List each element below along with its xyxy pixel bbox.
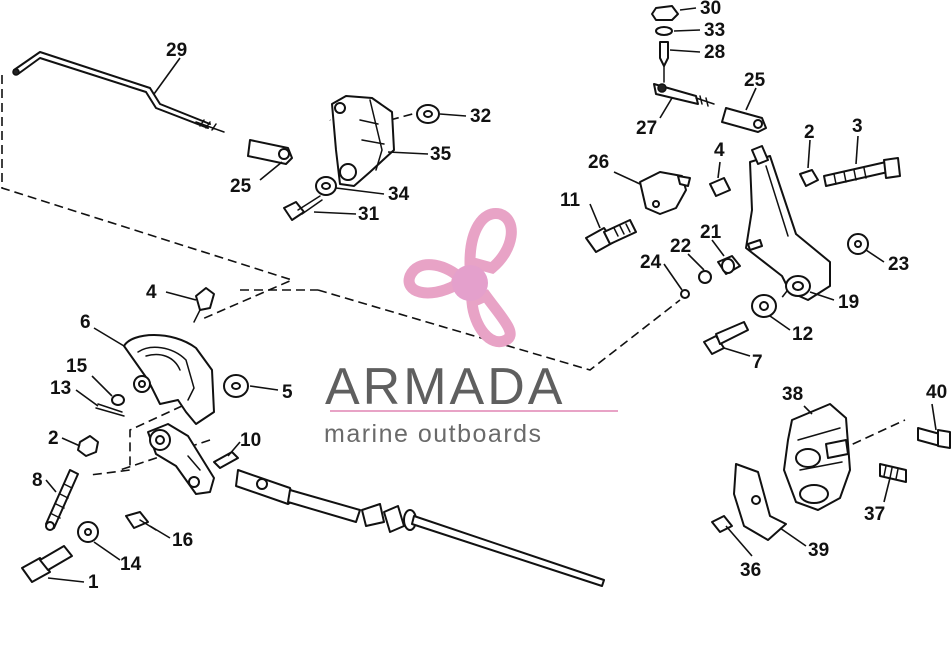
bolt-40 xyxy=(917,427,951,449)
bolt-11 xyxy=(585,219,637,253)
washer-23 xyxy=(847,233,869,255)
callout-22: 22 xyxy=(670,236,691,257)
washer-5 xyxy=(223,374,249,398)
propeller-blade-right xyxy=(466,289,516,348)
bolt-1 xyxy=(21,545,73,583)
callout-33: 33 xyxy=(704,20,725,41)
nut-30 xyxy=(651,5,679,21)
callout-14: 14 xyxy=(120,554,142,575)
plate-39 xyxy=(733,463,787,541)
callout-3: 3 xyxy=(852,116,863,137)
callout-38: 38 xyxy=(782,384,803,405)
callout-30: 30 xyxy=(700,0,721,19)
cap-26 xyxy=(639,171,691,215)
callout-23: 23 xyxy=(888,254,909,275)
callout-19: 19 xyxy=(838,292,859,313)
callout-27: 27 xyxy=(636,118,657,139)
cotter-pin-13 xyxy=(95,403,125,417)
callout-2-right: 2 xyxy=(804,122,815,143)
callout-21: 21 xyxy=(700,222,722,243)
callout-8: 8 xyxy=(32,470,43,491)
pin-21 xyxy=(747,239,763,251)
propeller-blade-top xyxy=(464,208,517,275)
callout-4-left: 4 xyxy=(146,282,157,303)
callout-25-right: 25 xyxy=(744,70,766,91)
switch-housing-38 xyxy=(783,403,851,511)
callout-16: 16 xyxy=(172,530,193,551)
screw-3 xyxy=(823,157,901,187)
washer-14 xyxy=(77,521,99,543)
callout-6: 6 xyxy=(80,312,91,333)
lever-plate xyxy=(147,423,215,495)
callout-32: 32 xyxy=(470,106,491,127)
callout-40: 40 xyxy=(926,382,947,403)
throttle-lever-19 xyxy=(745,145,831,301)
screw-28 xyxy=(659,41,669,83)
callout-26: 26 xyxy=(588,152,609,173)
callout-28: 28 xyxy=(704,42,725,63)
ball-socket-left xyxy=(247,139,293,165)
ball-socket-right xyxy=(721,107,767,133)
armada-logo: ARMADA marine outboards xyxy=(324,208,618,448)
callout-13: 13 xyxy=(50,378,71,399)
bolt-31 xyxy=(283,195,323,221)
washer-15 xyxy=(111,394,125,406)
callout-5: 5 xyxy=(282,382,293,403)
washer-34 xyxy=(315,176,337,196)
callout-11: 11 xyxy=(560,190,581,211)
callout-36: 36 xyxy=(740,560,761,581)
brand-tagline: marine outboards xyxy=(324,420,543,448)
link-rod xyxy=(12,51,225,133)
callout-1: 1 xyxy=(88,572,99,593)
throttle-bracket xyxy=(331,95,395,187)
leader-lines xyxy=(45,7,937,583)
washer-12 xyxy=(751,294,777,318)
propeller-hub xyxy=(452,265,488,301)
callout-31: 31 xyxy=(358,204,380,225)
washer-32 xyxy=(416,104,440,124)
nut-24 xyxy=(680,289,690,299)
callout-15: 15 xyxy=(66,356,88,377)
nut-2-left xyxy=(77,435,99,457)
callout-39: 39 xyxy=(808,540,829,561)
callout-10: 10 xyxy=(240,430,261,451)
brand-name: ARMADA xyxy=(325,358,565,416)
callout-2-left: 2 xyxy=(48,428,59,449)
bolt-37 xyxy=(879,463,907,483)
callout-34: 34 xyxy=(388,184,410,205)
callout-24: 24 xyxy=(640,252,662,273)
bolt-7 xyxy=(703,321,749,355)
washer-33 xyxy=(655,26,673,36)
callout-29: 29 xyxy=(166,40,187,61)
washer-22 xyxy=(698,270,712,284)
callout-7: 7 xyxy=(752,352,763,373)
cap-4-left xyxy=(193,287,215,323)
spacer-4-right xyxy=(709,177,731,197)
propeller-blade-left xyxy=(403,259,465,299)
pin-10 xyxy=(213,451,239,469)
callout-37: 37 xyxy=(864,504,885,525)
bushing-21 xyxy=(717,255,741,275)
nut-2-right xyxy=(799,169,819,187)
control-cable xyxy=(235,469,605,587)
callout-labels: 29 25 32 35 34 31 30 33 28 25 27 4 2 3 2… xyxy=(32,0,947,593)
throttle-arm xyxy=(123,334,215,425)
callout-12: 12 xyxy=(792,324,813,345)
callout-4-right: 4 xyxy=(714,140,725,161)
callout-35: 35 xyxy=(430,144,452,165)
link-27 xyxy=(653,83,715,107)
clip-16 xyxy=(125,511,157,531)
threaded-stud-8 xyxy=(45,469,79,531)
callout-25-left: 25 xyxy=(230,176,252,197)
